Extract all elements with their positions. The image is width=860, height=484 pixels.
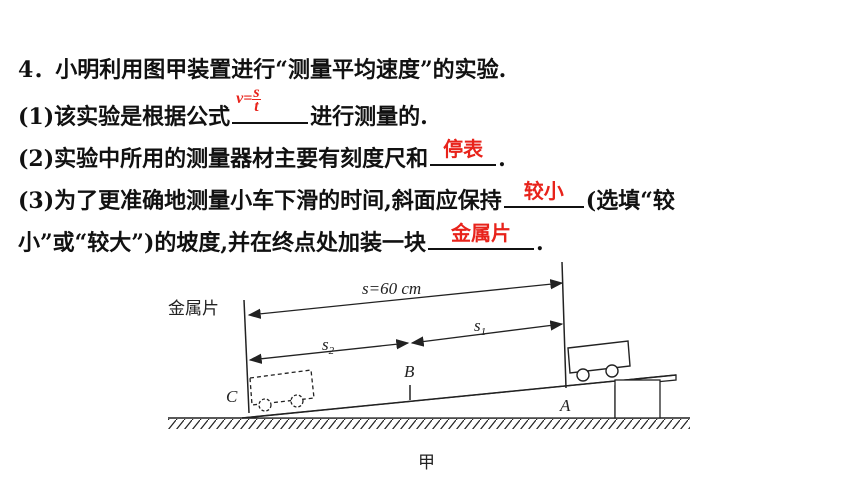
q3-answer-1: 较小 [523,179,564,203]
figure-caption: 甲 [418,453,435,473]
cart-at-bottom [249,369,315,412]
metal-plate-label: 金属片 [168,299,219,319]
q1-text-end: 进行测量的. [310,104,428,130]
q3-answer-2: 金属片 [451,221,512,245]
metal-plate [243,299,250,414]
question-line-5: 小”或“较大”)的坡度,并在终点处加装一块 金属片 . [18,221,544,256]
support-block [614,379,661,419]
point-c-label: C [226,387,238,406]
s1-arrow [410,320,564,347]
point-b-label: B [404,362,415,381]
q2-answer: 停表 [443,137,484,161]
question-line-4: (3)为了更准确地测量小车下滑的时间,斜面应保持 较小 (选填“较 [18,179,675,214]
q3-answer-blank-1: 较小 [503,180,584,208]
question-line-3: (2)实验中所用的测量器材主要有刻度尺和 停表 . [18,137,506,172]
q3-text: (3)为了更准确地测量小车下滑的时间,斜面应保持 [18,188,502,214]
cart-at-top [567,340,631,382]
question-line-1: 4．小明利用图甲装置进行“测量平均速度”的实验. [18,56,506,84]
q3-answer-blank-2: 金属片 [428,222,535,250]
total-distance-label: s=60 cm [362,279,421,298]
total-distance-arrow [247,279,564,319]
q2-text: (2)实验中所用的测量器材主要有刻度尺和 [18,146,429,172]
s2-label: s2 [322,335,335,357]
q2-answer-blank: 停表 [430,138,497,166]
question-title: 4．小明利用图甲装置进行“测量平均速度”的实验. [18,57,507,83]
start-line [561,261,567,389]
q3-text-2: 小”或“较大”)的坡度,并在终点处加装一块 [18,230,427,256]
incline-surface [241,374,677,419]
ground-hatch [168,419,690,429]
q1-text: (1)该实验是根据公式 [18,104,231,130]
point-a-label: A [559,396,571,415]
s1-label: s1 [474,316,486,338]
s2-arrow [248,339,410,364]
